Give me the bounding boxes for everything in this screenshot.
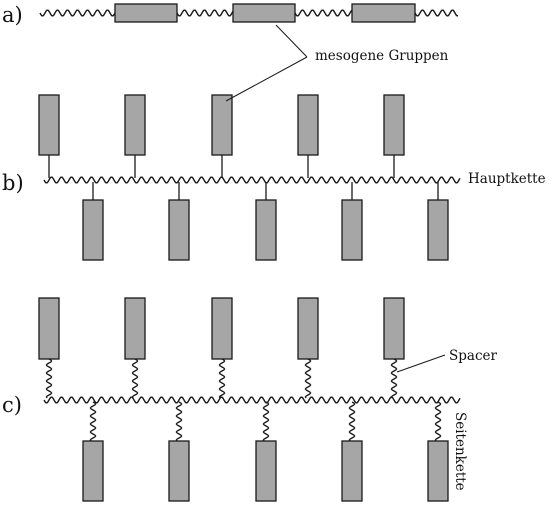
flexible-spacer: [434, 401, 442, 442]
mesogen-pointer-line-2: [225, 56, 308, 102]
side-mesogen-top: [211, 94, 233, 156]
side-mesogen-top: [211, 297, 233, 360]
main-chain: [43, 396, 461, 404]
flexible-spacer: [348, 401, 356, 442]
main-chain-segment: [176, 9, 234, 17]
mesogenic-group: [114, 3, 178, 23]
side-mesogen-bottom: [427, 440, 449, 502]
side-mesogen-top: [124, 94, 146, 156]
flexible-spacer: [131, 358, 139, 399]
flexible-spacer: [262, 401, 270, 442]
side-mesogen-top: [38, 94, 60, 156]
side-mesogen-bottom: [427, 199, 449, 261]
main-chain-label: Hauptkette: [468, 171, 546, 187]
side-mesogen-bottom: [341, 440, 363, 502]
panel-b-side-chain-polymer: [38, 94, 461, 261]
mesogenic-group: [351, 3, 416, 23]
side-mesogen-top: [383, 94, 405, 156]
mesogenic-groups-label: mesogene Gruppen: [315, 48, 449, 64]
main-chain-segment: [39, 9, 116, 17]
flexible-spacer: [304, 358, 312, 399]
flexible-spacer: [89, 401, 97, 442]
flexible-spacer: [45, 358, 53, 399]
side-mesogen-bottom: [255, 440, 277, 502]
panel-label-b: b): [2, 171, 24, 195]
mesogenic-group: [232, 3, 296, 23]
side-mesogen-top: [297, 94, 319, 156]
spacer-pointer-line: [396, 354, 446, 373]
side-mesogen-bottom: [255, 199, 277, 261]
panel-label-a: a): [2, 3, 23, 27]
side-mesogen-bottom: [168, 440, 190, 502]
side-mesogen-bottom: [82, 199, 104, 261]
panel-label-c: c): [2, 393, 22, 417]
side-mesogen-top: [383, 297, 405, 360]
main-chain: [43, 176, 461, 184]
main-chain-segment: [294, 9, 353, 17]
mesogen-pointer-line-1: [275, 24, 308, 58]
side-mesogen-top: [124, 297, 146, 360]
flexible-spacer: [175, 401, 183, 442]
side-mesogen-bottom: [82, 440, 104, 502]
side-mesogen-top: [297, 297, 319, 360]
side-mesogen-bottom: [168, 199, 190, 261]
panel-c-spacer-polymer: [38, 297, 461, 502]
flexible-spacer: [390, 358, 398, 399]
panel-a-main-chain-polymer: [39, 3, 458, 23]
main-chain-segment: [414, 9, 458, 17]
side-chain-label: Seitenkette: [452, 412, 468, 491]
flexible-spacer: [218, 358, 226, 399]
spacer-label: Spacer: [449, 348, 497, 364]
side-mesogen-top: [38, 297, 60, 360]
side-mesogen-bottom: [341, 199, 363, 261]
